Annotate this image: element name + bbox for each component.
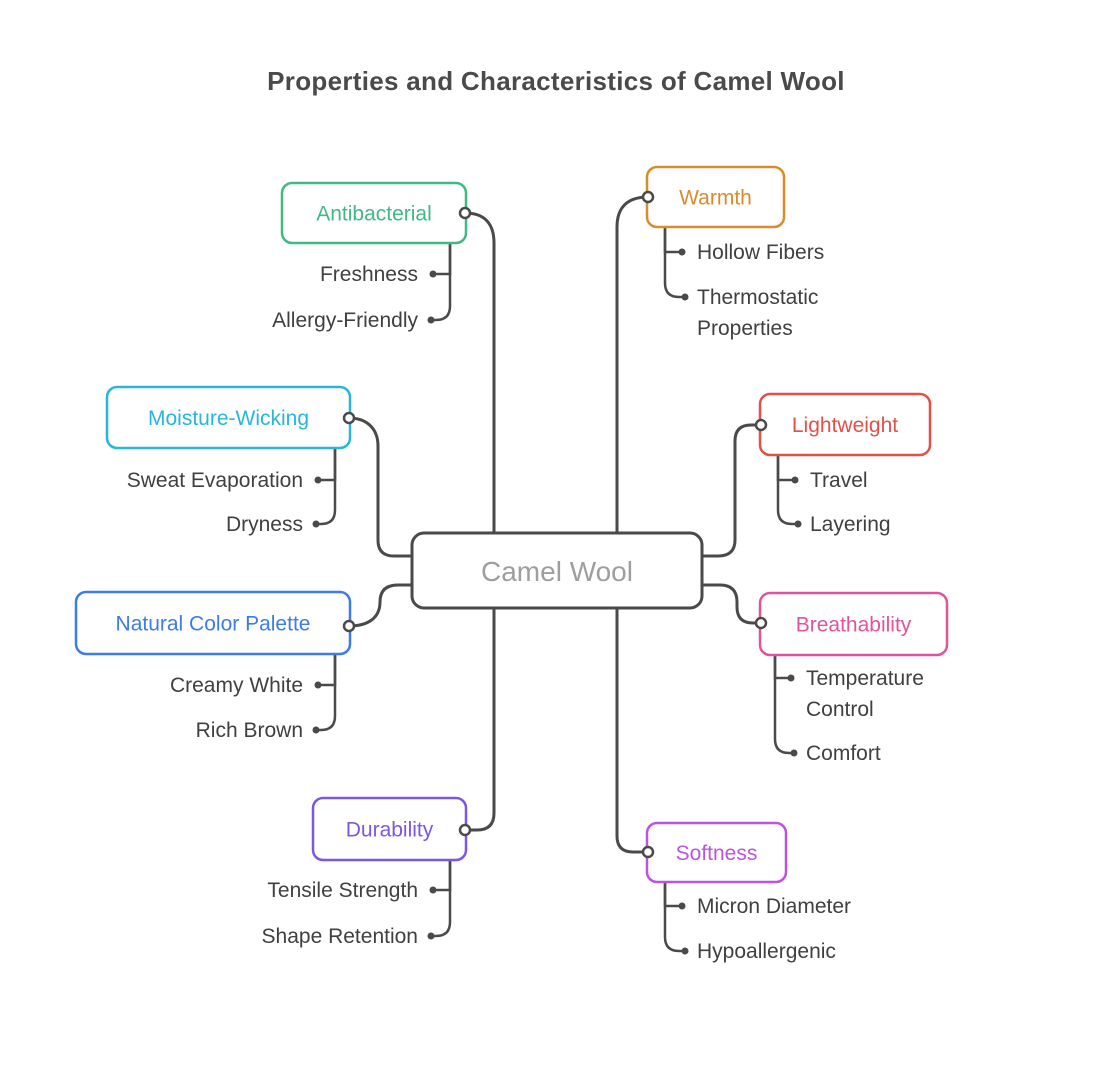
trunk-connector-natural-color-palette: [347, 583, 414, 628]
child-dot: [681, 293, 689, 301]
child-label: Comfort: [806, 742, 881, 765]
anchor-dot-breathability: [754, 616, 768, 630]
child-label: Travel: [810, 469, 868, 492]
branch-label-natural-color-palette: Natural Color Palette: [116, 613, 311, 636]
branch-label-breathability: Breathability: [796, 614, 912, 637]
child-dot: [312, 726, 320, 734]
child-dot: [314, 476, 322, 484]
child-dot: [678, 902, 686, 910]
child-label: Sweat Evaporation: [127, 469, 303, 492]
child-label: Layering: [810, 513, 891, 536]
trunk-connector-antibacterial: [463, 211, 496, 535]
child-connector: [663, 225, 683, 299]
child-dot: [790, 749, 798, 757]
branch-label-moisture-wicking: Moisture-Wicking: [148, 407, 309, 430]
branch-label-warmth: Warmth: [679, 187, 752, 210]
child-label: Freshness: [320, 263, 418, 286]
child-label: Dryness: [226, 513, 303, 536]
trunk-connector-warmth: [615, 195, 650, 535]
child-dot: [794, 520, 802, 528]
child-connector: [320, 446, 337, 482]
child-connector: [432, 858, 452, 938]
child-connector: [663, 225, 680, 254]
child-connector: [663, 880, 680, 908]
child-dot: [427, 316, 435, 324]
center-node-box: [410, 531, 704, 610]
child-dot: [787, 674, 795, 682]
branch-label-antibacterial: Antibacterial: [316, 203, 432, 226]
child-connector: [320, 652, 337, 687]
child-connector: [317, 446, 337, 526]
trunk-connector-durability: [463, 606, 496, 832]
anchor-dot-lightweight: [754, 418, 768, 432]
branch-label-lightweight: Lightweight: [792, 414, 898, 437]
child-connector: [317, 652, 337, 732]
anchor-dot-natural-color-palette: [342, 619, 356, 633]
child-dot: [312, 520, 320, 528]
trunk-connector-breathability: [700, 583, 763, 625]
child-dot: [791, 476, 799, 484]
child-label: Micron Diameter: [697, 895, 851, 918]
anchor-dot-warmth: [641, 190, 655, 204]
child-label: Allergy-Friendly: [272, 309, 418, 332]
child-dot: [314, 681, 322, 689]
child-label: Hypoallergenic: [697, 940, 836, 963]
child-connector: [432, 241, 452, 322]
child-connector: [773, 653, 793, 755]
child-connector: [776, 453, 793, 482]
child-connector: [435, 858, 452, 892]
center-node-label: Camel Wool: [481, 556, 633, 587]
child-label: Tensile Strength: [267, 879, 418, 902]
trunk-connector-moisture-wicking: [347, 416, 414, 558]
child-label: Shape Retention: [262, 925, 418, 948]
child-dot: [678, 248, 686, 256]
child-label: Creamy White: [170, 674, 303, 697]
child-label: Rich Brown: [196, 719, 303, 742]
trunk-connector-softness: [615, 606, 650, 854]
branch-label-softness: Softness: [676, 842, 758, 865]
anchor-dot-moisture-wicking: [342, 411, 356, 425]
child-connector: [663, 880, 683, 953]
child-dot: [429, 270, 437, 278]
child-connector: [435, 241, 452, 276]
child-connector: [776, 453, 796, 526]
page-title: Properties and Characteristics of Camel …: [267, 66, 845, 96]
child-dot: [427, 932, 435, 940]
child-label: Hollow Fibers: [697, 241, 824, 264]
trunk-connector-lightweight: [700, 423, 763, 558]
child-dot: [429, 886, 437, 894]
branch-label-durability: Durability: [346, 819, 434, 842]
child-dot: [681, 947, 689, 955]
anchor-dot-softness: [641, 845, 655, 859]
anchor-dot-antibacterial: [458, 206, 472, 220]
anchor-dot-durability: [458, 823, 472, 837]
child-connector: [773, 653, 790, 680]
center-node: Camel Wool: [410, 531, 704, 610]
